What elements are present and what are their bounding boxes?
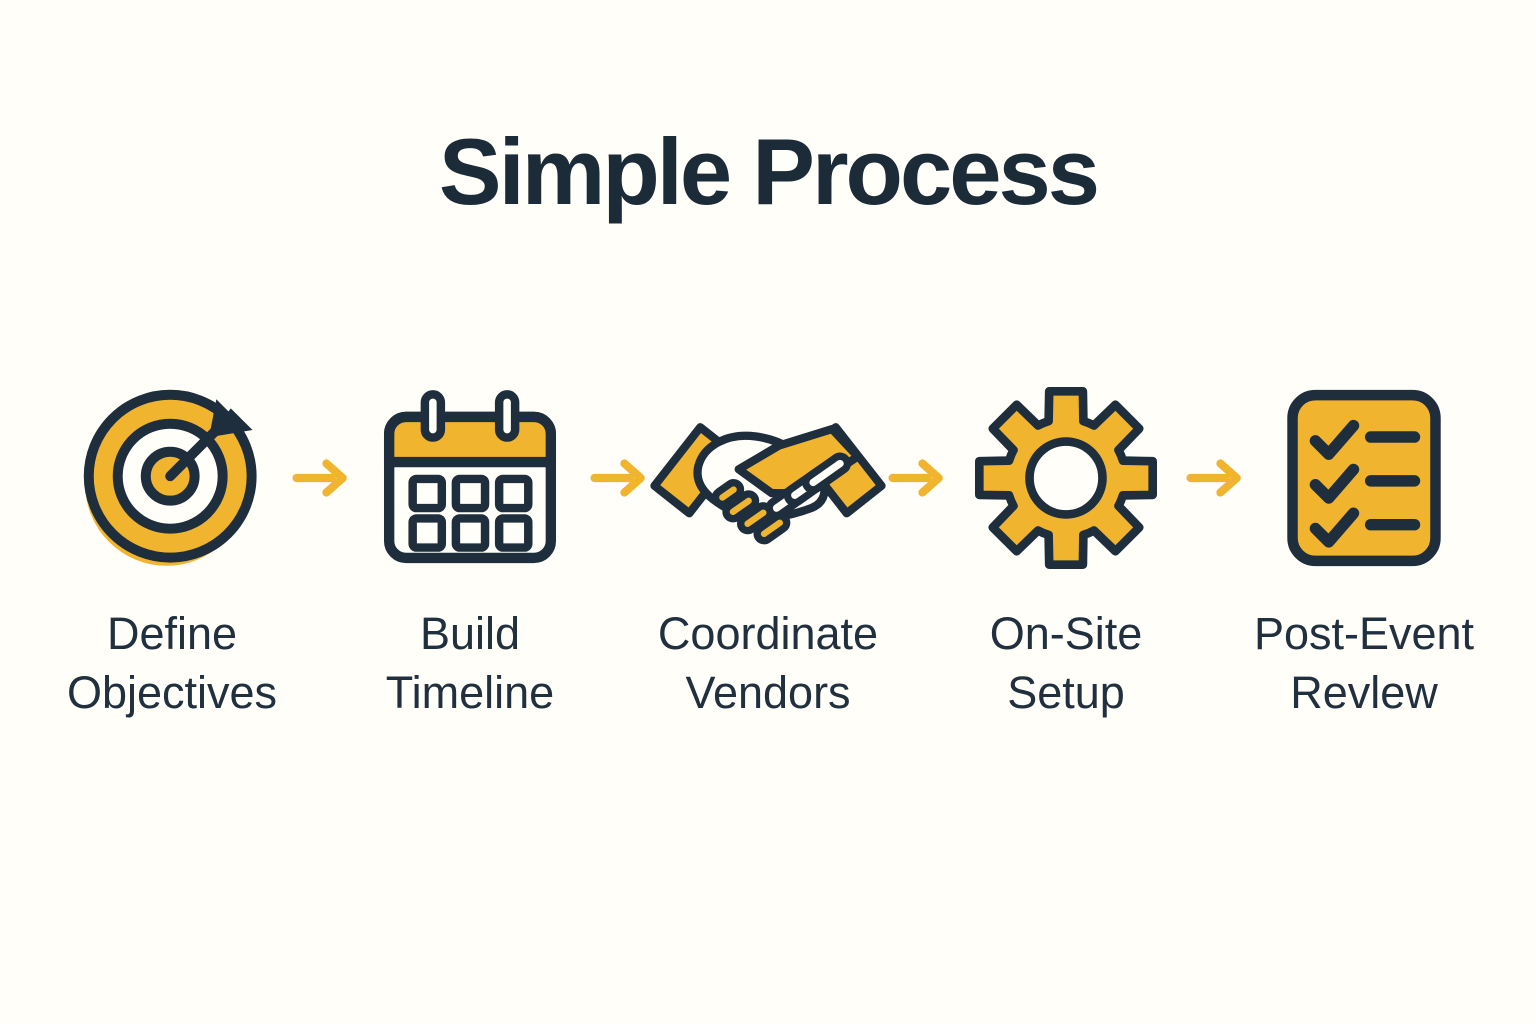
step-label: Coordinate Vendors <box>658 604 878 723</box>
gear-icon <box>970 378 1162 578</box>
step-label-line1: On-Site <box>989 608 1143 659</box>
arrow-right-icon <box>590 378 648 578</box>
arrow-right-icon <box>1186 378 1244 578</box>
step-label-line2: Objectives <box>66 667 278 719</box>
handshake-icon <box>649 378 887 578</box>
step-label-line1: Define <box>106 608 238 659</box>
step-label: Post-Event Revlew <box>1254 604 1474 723</box>
step-label-line2: Timeline <box>385 667 555 719</box>
calendar-icon <box>376 378 564 578</box>
target-icon <box>77 378 267 578</box>
step-build-timeline: Build Timeline <box>350 378 590 723</box>
step-label-line1: Post-Event <box>1253 608 1475 659</box>
checklist-icon <box>1283 378 1445 578</box>
step-label-line2: Vendors <box>685 667 851 719</box>
step-label: Define Objectives <box>67 604 277 723</box>
arrow-right-icon <box>292 378 350 578</box>
step-define-objectives: Define Objectives <box>52 378 292 723</box>
process-flow: Define Objectives <box>0 378 1536 723</box>
step-label: Build Timeline <box>386 604 554 723</box>
page-title: Simple Process <box>438 119 1100 224</box>
step-coordinate-vendors: Coordinate Vendors <box>648 378 888 723</box>
step-post-event-review: Post-Event Revlew <box>1244 378 1484 723</box>
step-on-site-setup: On-Site Setup <box>946 378 1186 723</box>
arrow-right-icon <box>888 378 946 578</box>
step-label: On-Site Setup <box>990 604 1143 723</box>
step-label-line2: Setup <box>1007 667 1125 719</box>
step-label-line2: Revlew <box>1290 667 1438 719</box>
step-label-line1: Build <box>419 608 521 659</box>
step-label-line1: Coordinate <box>657 608 879 659</box>
